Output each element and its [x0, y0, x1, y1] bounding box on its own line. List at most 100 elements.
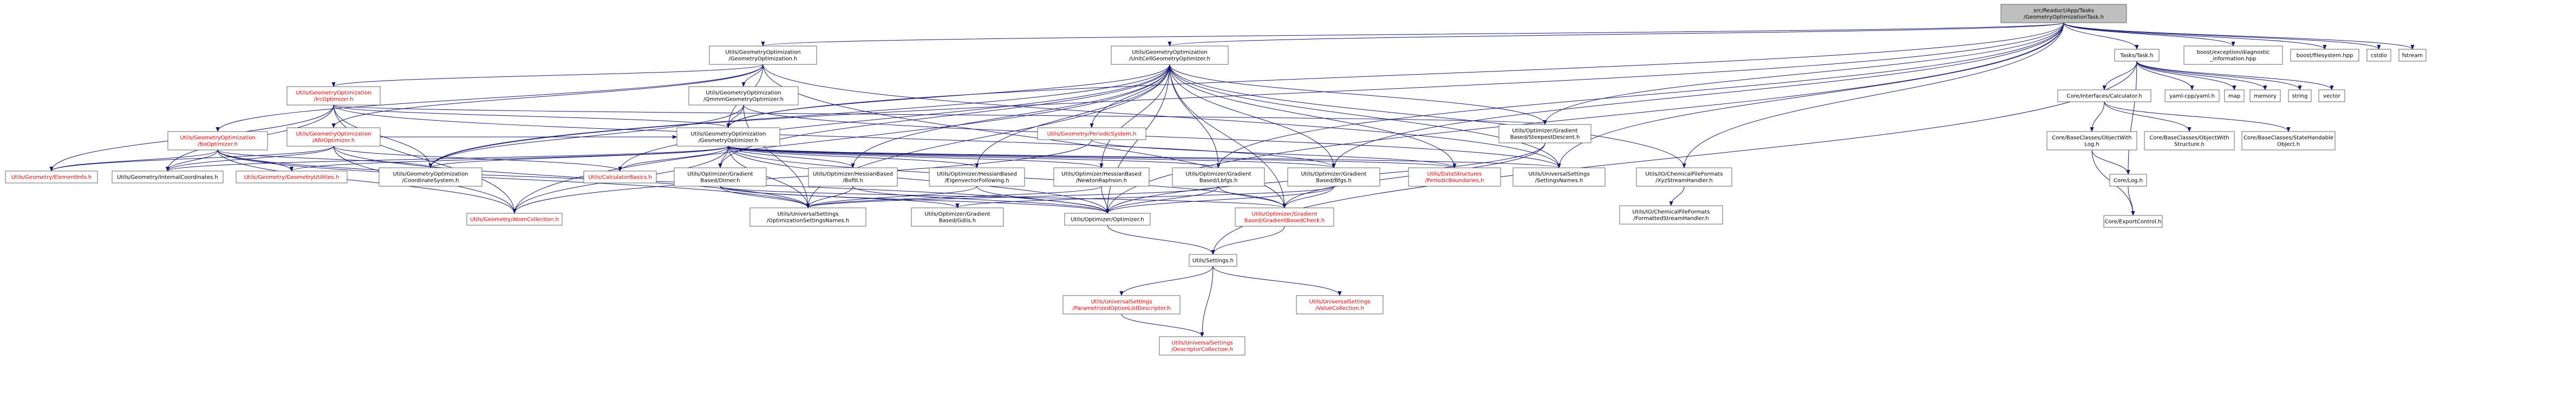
node-usn[interactable]: Utils/UniversalSettings/SettingsNames.h — [1512, 167, 1606, 187]
node-geoopt[interactable]: Utils/GeometryOptimization/GeometryOptim… — [676, 127, 780, 147]
dependency-edge — [1216, 22, 2064, 168]
node-string[interactable]: string — [2288, 89, 2312, 102]
node-label: Core/ExportControl.h — [2105, 219, 2162, 225]
node-pold[interactable]: Utils/UniversalSettings/ParametrizedOpti… — [1062, 295, 1181, 314]
dependency-edge — [1212, 266, 1342, 296]
node-calc[interactable]: Core/Interfaces/Calculator.h — [2057, 89, 2151, 102]
node-label: Utils/Geometry/PeriodicSystem.h — [1047, 132, 1137, 137]
node-label: Tasks/Task.h — [2120, 53, 2153, 59]
node-memory[interactable]: memory — [2249, 89, 2281, 102]
node-label: Utils/CalculatorBasics.h — [588, 175, 651, 181]
node-label: map — [2228, 94, 2240, 100]
node-settings[interactable]: Utils/Settings.h — [1189, 254, 1237, 267]
node-label: Utils/UniversalSettings — [777, 212, 838, 218]
node-label: _information.hpp — [2210, 56, 2257, 62]
node-yaml[interactable]: yaml-cpp/yaml.h — [2164, 89, 2220, 102]
dependency-edge — [2063, 22, 2139, 50]
node-opt[interactable]: Utils/Optimizer/Optimizer.h — [1064, 213, 1151, 226]
node-go[interactable]: Utils/GeometryOptimization/GeometryOptim… — [709, 45, 817, 65]
node-bofill[interactable]: Utils/Optimizer/HessianBased/Bofill.h — [808, 167, 898, 187]
dependency-edge — [2063, 22, 2381, 50]
dependency-edge — [720, 186, 810, 208]
node-dimer[interactable]: Utils/Optimizer/GradientBased/Dimer.h — [674, 167, 767, 187]
dependency-edge — [2063, 22, 2327, 50]
node-bfgs[interactable]: Utils/Optimizer/GradientBased/Bfgs.h — [1287, 167, 1380, 187]
dependency-edge — [728, 146, 855, 168]
node-box — [2164, 89, 2220, 102]
node-vector[interactable]: vector — [2318, 89, 2345, 102]
node-label: Utils/UniversalSettings — [1091, 299, 1152, 305]
node-box — [1296, 295, 1384, 314]
node-box — [674, 167, 767, 187]
node-cstdio[interactable]: cstdio — [2366, 49, 2391, 62]
node-afir[interactable]: Utils/GeometryOptimization/AfirOptimizer… — [286, 127, 381, 147]
dependency-edge — [1091, 139, 1457, 168]
node-periodic[interactable]: Utils/Geometry/PeriodicSystem.h — [1037, 127, 1146, 140]
node-geoutil[interactable]: Utils/Geometry/GeometryUtilities.h — [236, 171, 348, 183]
node-box — [112, 171, 224, 183]
dependency-edge — [2104, 101, 2291, 132]
dependency-edge — [165, 149, 218, 172]
node-label: Based/Bfgs.h — [1316, 178, 1352, 184]
node-lbfgs[interactable]: Utils/Optimizer/GradientBased/Lbfgs.h — [1172, 167, 1265, 187]
node-root[interactable]: src/Readuct/App/Tasks/GeometryOptimizati… — [2000, 4, 2127, 23]
node-ac[interactable]: Utils/Geometry/AtomCollection.h — [466, 213, 563, 226]
node-irc[interactable]: Utils/GeometryOptimization/IrcOptimizer.… — [286, 86, 381, 106]
dependency-edge — [2136, 61, 2194, 90]
node-ef[interactable]: Utils/Optimizer/HessianBased/Eigenvector… — [929, 167, 1025, 187]
node-export[interactable]: Core/ExportControl.h — [2103, 215, 2163, 228]
node-tasks[interactable]: Tasks/Task.h — [2114, 49, 2160, 62]
node-label: Utils/Optimizer/Gradient — [924, 212, 990, 218]
dependency-edge — [806, 186, 1219, 208]
node-vc[interactable]: Utils/UniversalSettings/ValueCollection.… — [1296, 295, 1384, 314]
node-box — [2144, 131, 2235, 150]
node-gdiis[interactable]: Utils/Optimizer/GradientBased/Gdiis.h — [911, 207, 1004, 227]
node-pb[interactable]: Utils/DataStructures/PeriodicBoundaries.… — [1408, 167, 1501, 187]
node-box — [286, 86, 381, 106]
node-cs[interactable]: Utils/GeometryOptimization/CoordinateSys… — [379, 167, 482, 187]
node-label: Utils/GeometryOptimization — [180, 135, 255, 141]
dependency-edge — [1169, 64, 1457, 168]
node-bo[interactable]: Utils/GeometryOptimization/BoOptimizer.h — [167, 131, 268, 150]
dependency-edge — [1682, 22, 2064, 168]
dependency-edge — [166, 146, 334, 172]
node-box — [911, 207, 1004, 227]
node-fs[interactable]: boost/filesystem.hpp — [2290, 49, 2359, 62]
node-box — [688, 86, 799, 106]
node-label: Utils/Geometry/AtomCollection.h — [470, 217, 559, 223]
node-box — [676, 127, 780, 147]
node-nr[interactable]: Utils/Optimizer/HessianBased/NewtonRaphs… — [1053, 167, 1150, 187]
node-ucgo[interactable]: Utils/GeometryOptimization/UnitCellGeome… — [1111, 45, 1229, 65]
node-ossn[interactable]: Utils/UniversalSettings/OptimizationSett… — [749, 207, 866, 227]
node-label: /QmmmGeometryOptimizer.h — [703, 97, 784, 103]
dependency-edge — [428, 22, 2064, 168]
node-gbc[interactable]: Utils/Optimizer/GradientBased/GradientBa… — [1235, 207, 1334, 227]
dependency-edge — [726, 64, 1170, 128]
node-xyz[interactable]: Utils/IO/ChemicalFileFormats/XyzStreamHa… — [1636, 167, 1732, 187]
node-elem[interactable]: Utils/Geometry/ElementInfo.h — [5, 171, 98, 183]
node-sd[interactable]: Utils/Optimizer/GradientBased/SteepestDe… — [1498, 124, 1592, 143]
node-fstream[interactable]: fstream — [2398, 49, 2427, 62]
node-dc[interactable]: Utils/UniversalSettings/DescriptorCollec… — [1159, 336, 1245, 356]
node-label: Utils/UniversalSettings — [1309, 299, 1370, 305]
dependency-edge — [1211, 61, 2137, 255]
node-ic[interactable]: Utils/Geometry/InternalCoordinates.h — [112, 171, 224, 183]
node-fsh[interactable]: Utils/IO/ChemicalFileFormats/FormattedSt… — [1619, 205, 1723, 225]
dependency-edge — [2063, 22, 2235, 47]
dependency-edge — [512, 64, 1170, 214]
dependency-edge — [718, 64, 1170, 168]
dependency-edge — [728, 146, 1457, 168]
node-qmmm[interactable]: Utils/GeometryOptimization/QmmmGeometryO… — [688, 86, 799, 106]
node-log[interactable]: Core/Log.h — [2109, 174, 2147, 187]
node-diag[interactable]: boost/exception/diagnostic_information.h… — [2183, 45, 2283, 65]
node-box — [2114, 49, 2160, 62]
node-box — [2057, 89, 2151, 102]
node-calcbasics[interactable]: Utils/CalculatorBasics.h — [583, 171, 657, 183]
node-map[interactable]: map — [2224, 89, 2245, 102]
dependency-edge — [726, 22, 2064, 128]
node-label: /Bofill.h — [843, 178, 863, 184]
dependency-edge — [1105, 186, 1219, 214]
